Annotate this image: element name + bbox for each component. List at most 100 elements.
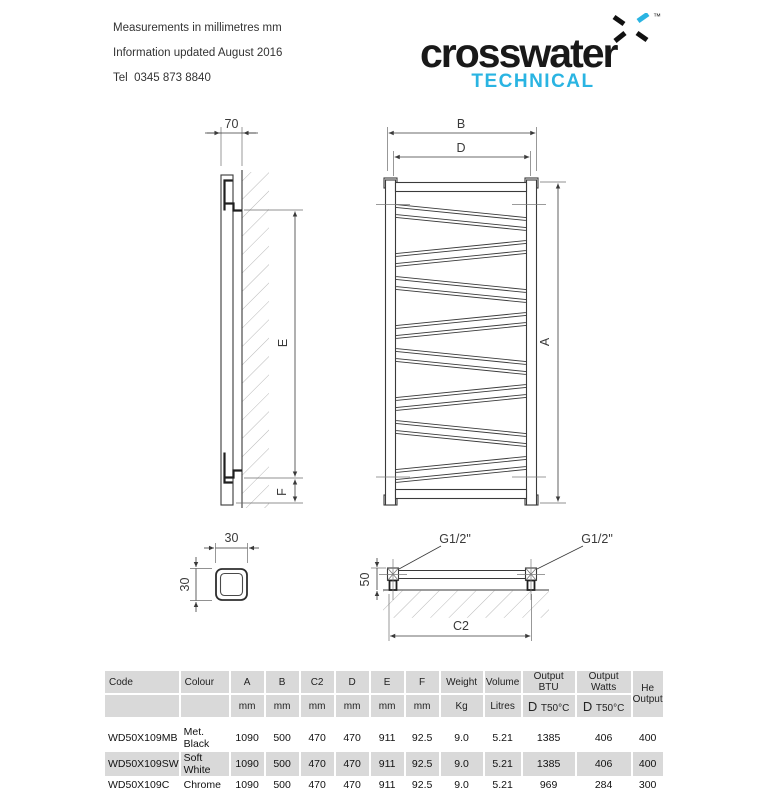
product-code: WD50X109MB bbox=[105, 726, 179, 750]
product-colour: Chrome bbox=[180, 778, 229, 792]
col-header: F bbox=[405, 671, 439, 693]
col-unit: D T50°C bbox=[576, 695, 631, 717]
note-updated: Information updated August 2016 bbox=[113, 47, 283, 59]
dim-a-label: A bbox=[538, 337, 552, 346]
product-colour: Soft White bbox=[180, 752, 229, 776]
col-unit: mm bbox=[335, 695, 369, 717]
spec-value: 500 bbox=[265, 752, 299, 776]
spec-value: 300 bbox=[632, 778, 663, 792]
spec-value: 284 bbox=[576, 778, 631, 792]
spec-value: 911 bbox=[370, 726, 404, 750]
col-header: D bbox=[335, 671, 369, 693]
product-colour: Met. Black bbox=[180, 726, 229, 750]
spec-value: 470 bbox=[300, 752, 334, 776]
spec-value: 1385 bbox=[522, 752, 575, 776]
spec-value: 470 bbox=[300, 778, 334, 792]
spec-value: 1090 bbox=[230, 752, 264, 776]
col-unit bbox=[105, 695, 179, 717]
spec-value: 470 bbox=[335, 752, 369, 776]
tube-section-detail: 30 30 bbox=[178, 531, 259, 612]
dim-e-label: E bbox=[276, 339, 290, 347]
col-unit: D T50°C bbox=[522, 695, 575, 717]
wall-hatch bbox=[242, 172, 269, 508]
technical-datasheet-page: { "meta": { "line1": "Measurements in mi… bbox=[105, 12, 663, 791]
spec-value: 1090 bbox=[230, 726, 264, 750]
dim-50-label: 50 bbox=[358, 573, 372, 587]
col-header: B bbox=[265, 671, 299, 693]
spec-value: 9.0 bbox=[440, 752, 483, 776]
col-unit: mm bbox=[265, 695, 299, 717]
plan-wall-hatch bbox=[383, 590, 549, 618]
spec-value: 92.5 bbox=[405, 752, 439, 776]
dim-f-label: F bbox=[275, 488, 289, 496]
bottom-crossbar bbox=[394, 488, 528, 500]
page-notes: Measurements in millimetres mm Informati… bbox=[113, 16, 282, 91]
col-unit: Kg bbox=[440, 695, 483, 717]
trademark-symbol: ™ bbox=[653, 12, 661, 21]
col-unit: Litres bbox=[484, 695, 521, 717]
col-header: Colour bbox=[180, 671, 229, 693]
zigzag-tubes bbox=[395, 204, 527, 483]
spec-value: 406 bbox=[576, 726, 631, 750]
spec-value: 470 bbox=[335, 726, 369, 750]
crosswater-x-icon bbox=[612, 13, 650, 43]
spec-value: 9.0 bbox=[440, 726, 483, 750]
plan-view: 50 G1/2" G1/2" C2 bbox=[358, 532, 613, 641]
bottom-bracket bbox=[223, 452, 233, 484]
conn-right-label: G1/2" bbox=[581, 532, 613, 546]
top-bracket bbox=[223, 179, 233, 211]
col-header: Weight bbox=[440, 671, 483, 693]
dim-d-label: D bbox=[456, 141, 465, 155]
col-unit bbox=[180, 695, 229, 717]
spec-value: 969 bbox=[522, 778, 575, 792]
col-header: Output BTU bbox=[522, 671, 575, 693]
spec-value: 400 bbox=[632, 726, 663, 750]
spec-value: 1385 bbox=[522, 726, 575, 750]
col-header: A bbox=[230, 671, 264, 693]
col-unit: mm bbox=[405, 695, 439, 717]
col-unit: mm bbox=[300, 695, 334, 717]
tube-inner-profile bbox=[219, 572, 244, 597]
spec-value: 911 bbox=[370, 778, 404, 792]
spec-value: 400 bbox=[632, 752, 663, 776]
spec-value: 406 bbox=[576, 752, 631, 776]
col-header: He Output bbox=[632, 671, 663, 717]
note-measurements: Measurements in millimetres mm bbox=[113, 22, 282, 34]
dim-b-label: B bbox=[457, 117, 465, 131]
spec-value: 5.21 bbox=[484, 752, 521, 776]
technical-tagline: TECHNICAL bbox=[471, 71, 595, 92]
col-header: Output Watts bbox=[576, 671, 631, 693]
product-code: WD50X109C bbox=[105, 778, 179, 792]
side-view: 70 E F bbox=[205, 117, 303, 508]
spec-value: 911 bbox=[370, 752, 404, 776]
spec-value: 5.21 bbox=[484, 778, 521, 792]
col-header: C2 bbox=[300, 671, 334, 693]
col-unit: mm bbox=[370, 695, 404, 717]
product-code: WD50X109SW bbox=[105, 752, 179, 776]
col-header: Volume bbox=[484, 671, 521, 693]
spec-value: 470 bbox=[300, 726, 334, 750]
dim-30w-label: 30 bbox=[225, 531, 239, 545]
spec-value: 1090 bbox=[230, 778, 264, 792]
crosswater-logo: crosswater bbox=[420, 30, 619, 76]
bottom-bracket-foot bbox=[224, 469, 242, 479]
front-view: B D bbox=[376, 117, 566, 506]
col-header: Code bbox=[105, 671, 179, 693]
left-rail bbox=[384, 179, 397, 506]
spec-value: 92.5 bbox=[405, 778, 439, 792]
dim-70-label: 70 bbox=[225, 117, 239, 131]
side-tube bbox=[220, 174, 234, 506]
top-crossbar bbox=[394, 181, 528, 193]
conn-left-label: G1/2" bbox=[439, 532, 471, 546]
spec-value: 5.21 bbox=[484, 726, 521, 750]
top-bracket-foot bbox=[224, 202, 242, 212]
dim-30h-label: 30 bbox=[178, 578, 192, 592]
dim-c2-label: C2 bbox=[453, 619, 469, 633]
spec-value: 470 bbox=[335, 778, 369, 792]
note-telephone: Tel 0345 873 8840 bbox=[113, 72, 211, 84]
spec-value: 500 bbox=[265, 726, 299, 750]
spec-value: 92.5 bbox=[405, 726, 439, 750]
